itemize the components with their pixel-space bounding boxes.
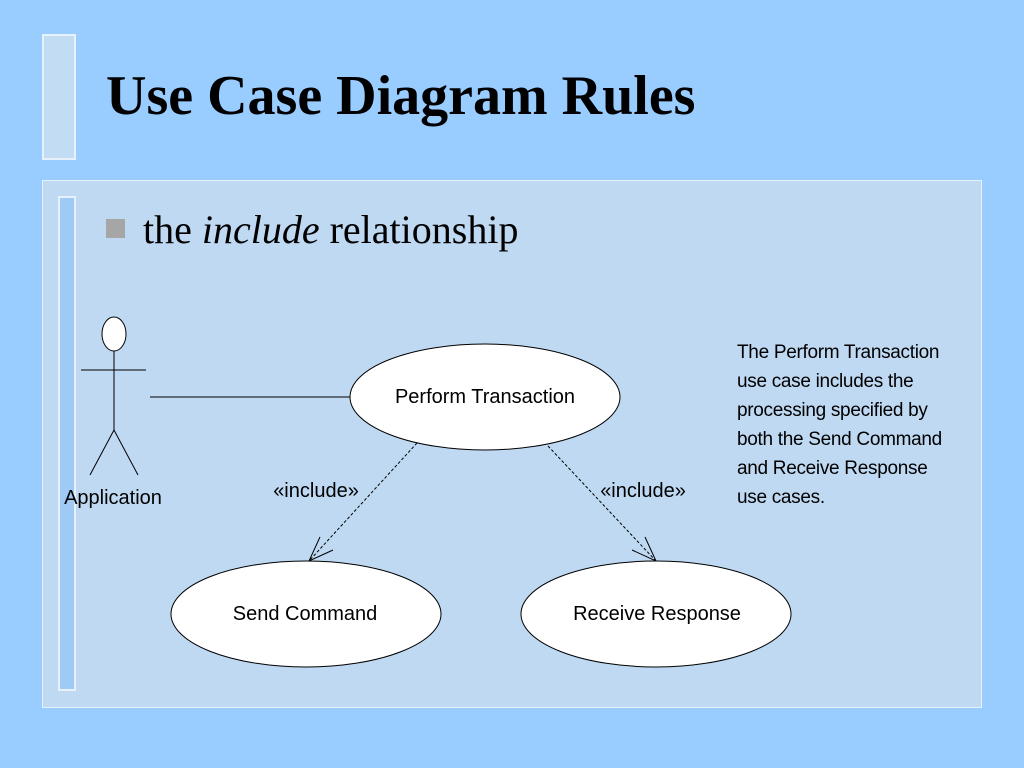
bullet-item: the include relationship (106, 206, 518, 253)
title-accent-bar (42, 34, 76, 160)
bullet-emphasis: include (201, 207, 320, 252)
use-case-perform-transaction-label: Perform Transaction (395, 386, 575, 408)
note-line: The Perform Transaction (737, 342, 940, 363)
actor-head (101, 316, 127, 352)
note-line: processing specified by (737, 400, 928, 421)
use-case-receive-response-label: Receive Response (573, 603, 741, 625)
content-accent-bar (58, 196, 76, 691)
use-case-perform-transaction (349, 343, 621, 451)
include-line-right (547, 445, 657, 562)
note-line: and Receive Response (737, 458, 928, 479)
slide-title: Use Case Diagram Rules (106, 65, 696, 127)
actor-figure (81, 316, 146, 476)
bullet-suffix: relationship (319, 207, 519, 252)
bullet-prefix: the (143, 207, 202, 252)
include-label-left: «include» (273, 480, 359, 502)
include-dependencies (307, 442, 658, 563)
use-case-receive-response (520, 560, 792, 668)
note-line: use cases. (737, 487, 825, 508)
description-note: The Perform Transaction use case include… (737, 338, 977, 512)
actor-label: Application (64, 487, 162, 509)
include-label-right: «include» (600, 480, 686, 502)
use-case-send-command-label: Send Command (233, 603, 378, 625)
square-bullet-icon (106, 219, 125, 239)
note-line: use case includes the (737, 371, 914, 392)
include-arrowhead-left (307, 536, 334, 563)
use-case-send-command (170, 560, 442, 668)
note-line: both the Send Command (737, 429, 942, 450)
actor-left-leg (89, 429, 115, 476)
actor-right-leg (113, 429, 139, 476)
include-line-left (308, 442, 418, 562)
